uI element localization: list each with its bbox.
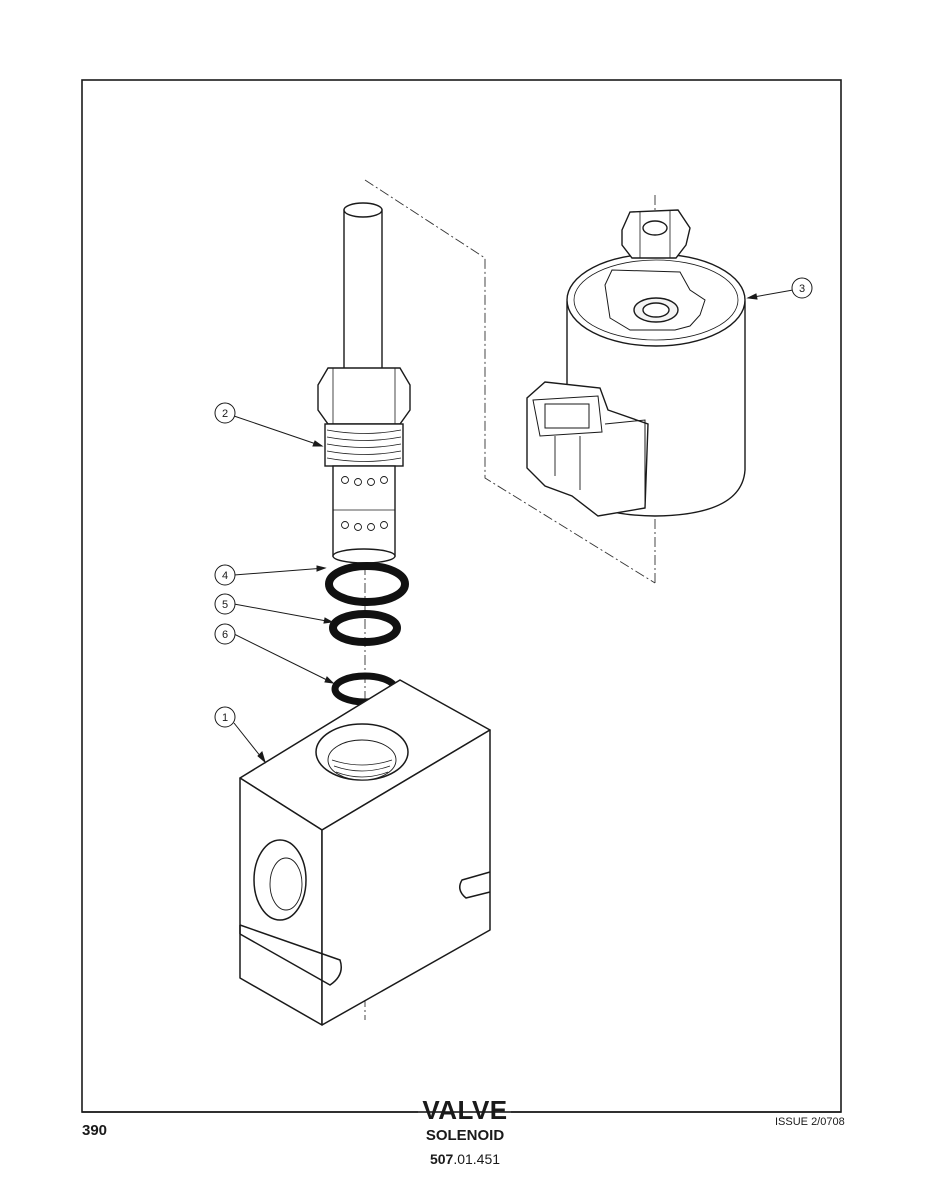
manifold-block: [239, 679, 491, 1026]
page-title: VALVE: [422, 1095, 508, 1125]
callout-3-label: 3: [799, 283, 805, 295]
callout-4-label: 4: [222, 570, 228, 582]
callout-1: 1: [214, 706, 236, 728]
callout-4: 4: [214, 564, 236, 586]
callout-6: 6: [214, 623, 236, 645]
callout-5: 5: [214, 593, 236, 615]
callout-5-label: 5: [222, 599, 228, 611]
callout-2-label: 2: [222, 408, 228, 420]
callout-leaders: [233, 289, 794, 764]
o-rings: [325, 562, 409, 706]
page-frame: [81, 79, 842, 1113]
page-number: 390: [82, 1122, 108, 1139]
callout-3: 3: [791, 277, 813, 299]
solenoid-coil: [526, 209, 746, 517]
issue-label: ISSUE 2/0708: [775, 1116, 845, 1128]
part-number-suffix: .01.451: [453, 1151, 501, 1167]
callout-6-label: 6: [222, 629, 228, 641]
part-number: 507.01.451: [380, 1151, 550, 1167]
cartridge-valve: [317, 202, 411, 564]
part-number-prefix: 507: [429, 1151, 454, 1167]
page-subtitle: SOLENOID: [425, 1127, 505, 1144]
callout-1-label: 1: [222, 712, 228, 724]
callout-2: 2: [214, 402, 236, 424]
